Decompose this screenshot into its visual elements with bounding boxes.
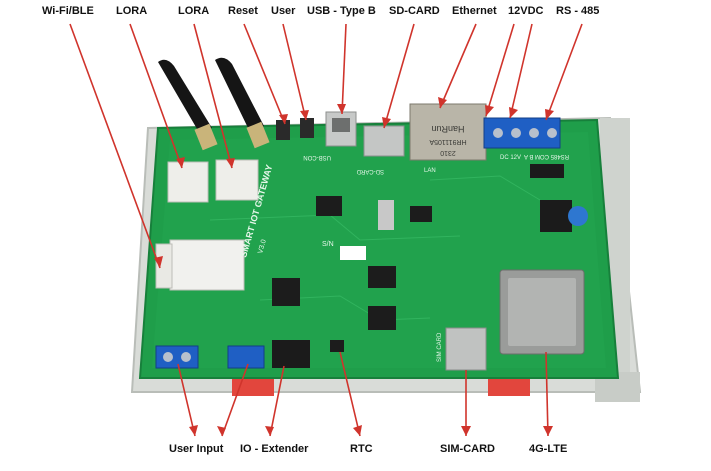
label-sim-card: SIM-CARD [440, 443, 495, 455]
label-ethernet: Ethernet [452, 5, 497, 17]
serial-label: S/N [322, 241, 334, 248]
lora-modules [167, 159, 259, 203]
label-usb-type-b: USB - Type B [307, 5, 376, 17]
label-lora-2: LORA [178, 5, 210, 17]
wifi-ble-module [155, 239, 245, 291]
board-version: V3.0 [257, 239, 268, 255]
sd-silk: SD-CARD [356, 168, 384, 174]
label-rs-485: RS - 485 [556, 5, 600, 17]
usb-type-b-connector [325, 111, 357, 147]
label-wifi-ble: Wi-Fi/BLE [42, 5, 94, 17]
pcb-board [138, 118, 620, 379]
label-rtc: RTC [350, 443, 373, 455]
usb-silk: USB-CON [303, 154, 331, 160]
sim-silk: SIM CARD [437, 332, 443, 362]
power-terminal [483, 117, 561, 149]
push-buttons [276, 118, 314, 140]
user-input-terminal [155, 345, 199, 369]
label-user: User [271, 5, 296, 17]
lan-silk: LAN [424, 168, 436, 174]
callout-arrows [69, 23, 583, 437]
label-4g-lte: 4G-LTE [529, 443, 568, 455]
ethernet-jack: HanRun HR911105A 2310 [409, 103, 487, 161]
label-user-input: User Input [169, 443, 224, 455]
arrow-heads [154, 97, 554, 436]
label-lora-1: LORA [116, 5, 148, 17]
label-reset: Reset [228, 5, 258, 17]
ethernet-code: 2310 [440, 149, 456, 156]
label-12vdc: 12VDC [508, 5, 544, 17]
rs485-header [530, 164, 588, 232]
sim-card-holder [445, 327, 487, 371]
label-io-extender: IO - Extender [240, 443, 309, 455]
ethernet-part: HR911105A [429, 138, 466, 145]
rs485-silk: RS485 COM B A [524, 153, 569, 159]
rtc-chip [330, 340, 344, 352]
power-silk: DC 12V [500, 155, 521, 161]
ethernet-brand: HanRun [431, 124, 464, 134]
serial-box [340, 246, 366, 260]
ic-chips [272, 196, 432, 352]
arrow-wifi-ble [69, 23, 161, 269]
sd-card-slot [363, 125, 405, 157]
lora-antennas [158, 57, 270, 151]
lte-module [499, 269, 585, 355]
label-sd-card: SD-CARD [389, 5, 440, 17]
io-extender-header [227, 340, 310, 369]
